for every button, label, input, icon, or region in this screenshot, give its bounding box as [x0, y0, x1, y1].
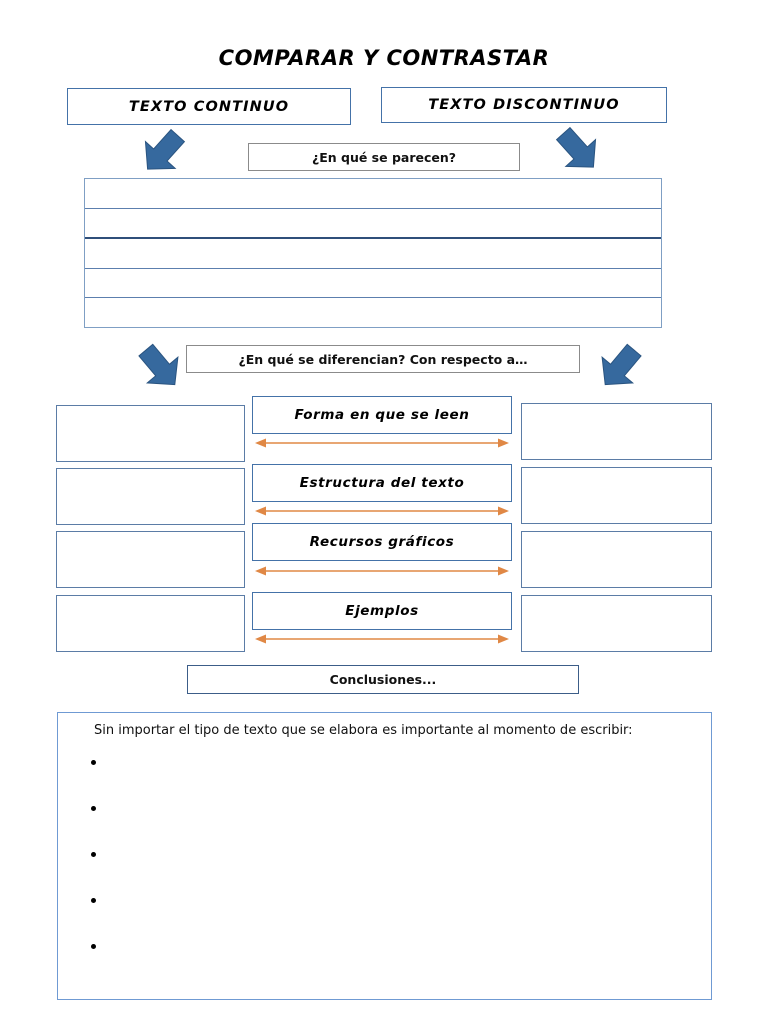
similarities-table[interactable] — [84, 178, 662, 328]
table-row[interactable] — [85, 179, 661, 209]
right-answer-box[interactable] — [521, 595, 712, 652]
similarities-prompt-label: ¿En qué se parecen? — [311, 149, 457, 165]
texto-discontinuo-label: TEXTO DISCONTINUO — [428, 97, 620, 113]
criterion-label: Ejemplos — [345, 603, 419, 619]
right-answer-box[interactable] — [521, 467, 712, 524]
texto-discontinuo-box[interactable]: TEXTO DISCONTINUO — [381, 87, 667, 123]
arrow-down-right-icon — [588, 341, 652, 393]
double-headed-arrow-icon — [255, 436, 509, 450]
criterion-label: Estructura del texto — [299, 475, 465, 491]
table-row[interactable] — [85, 239, 661, 269]
conclusiones-heading-box[interactable]: Conclusiones... — [187, 665, 579, 694]
writing-line[interactable]: ________________________________________… — [113, 938, 567, 949]
table-row[interactable] — [85, 209, 661, 239]
left-answer-box[interactable] — [56, 531, 245, 588]
writing-line[interactable]: ________________________________________… — [113, 846, 567, 857]
conclusions-panel[interactable]: Sin importar el tipo de texto que se ela… — [57, 712, 712, 1000]
writing-line[interactable]: ________________________________________… — [113, 780, 567, 791]
writing-line[interactable]: ________________________________________… — [113, 964, 567, 975]
writing-line[interactable]: ________________________________________… — [113, 826, 567, 837]
texto-continuo-box[interactable]: TEXTO CONTINUO — [67, 88, 351, 125]
left-answer-box[interactable] — [56, 595, 245, 652]
criterion-label-box[interactable]: Forma en que se leen — [252, 396, 512, 434]
table-row[interactable] — [85, 298, 661, 326]
writing-line[interactable]: ________________________________________… — [113, 892, 567, 903]
writing-line[interactable]: ________________________________________… — [113, 918, 567, 929]
criterion-label-box[interactable]: Recursos gráficos — [252, 523, 512, 561]
writing-line[interactable]: ________________________________________… — [113, 754, 567, 765]
left-answer-box[interactable] — [56, 468, 245, 525]
left-answer-box[interactable] — [56, 405, 245, 462]
arrow-down-right-icon — [130, 126, 196, 178]
bullet-dot-icon — [91, 852, 96, 857]
bullet-dot-icon — [91, 944, 96, 949]
writing-line[interactable]: ________________________________________… — [113, 872, 567, 883]
differences-prompt-label: ¿En qué se diferencian? Con respecto a… — [238, 351, 528, 367]
bullet-dot-icon — [91, 898, 96, 903]
texto-continuo-label: TEXTO CONTINUO — [128, 98, 290, 115]
conclusions-intro-text: Sin importar el tipo de texto que se ela… — [94, 723, 633, 738]
arrow-down-left-icon — [128, 341, 192, 393]
table-row[interactable] — [85, 269, 661, 298]
conclusiones-heading-label: Conclusiones... — [329, 672, 437, 687]
double-headed-arrow-icon — [255, 564, 509, 578]
right-answer-box[interactable] — [521, 531, 712, 588]
criterion-label-box[interactable]: Ejemplos — [252, 592, 512, 630]
criterion-label: Forma en que se leen — [294, 407, 470, 423]
differences-prompt-box[interactable]: ¿En qué se diferencian? Con respecto a… — [186, 345, 580, 373]
bullet-dot-icon — [91, 806, 96, 811]
page-title: COMPARAR Y CONTRASTAR — [218, 46, 550, 70]
double-headed-arrow-icon — [255, 504, 509, 518]
right-answer-box[interactable] — [521, 403, 712, 460]
arrow-down-left-icon — [545, 124, 611, 176]
bullet-dot-icon — [91, 760, 96, 765]
similarities-prompt-box[interactable]: ¿En qué se parecen? — [248, 143, 520, 171]
criterion-label: Recursos gráficos — [309, 534, 455, 550]
writing-line[interactable]: ________________________________________… — [113, 800, 567, 811]
double-headed-arrow-icon — [255, 632, 509, 646]
criterion-label-box[interactable]: Estructura del texto — [252, 464, 512, 502]
